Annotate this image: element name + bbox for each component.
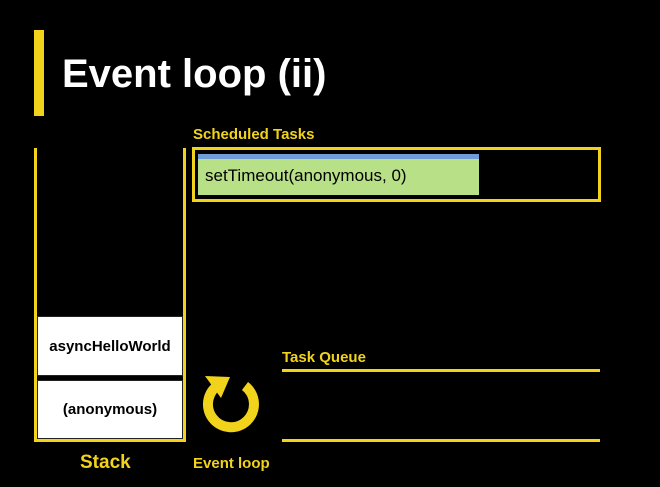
title-accent-bar (34, 30, 44, 116)
scheduled-task-bar (198, 154, 479, 159)
scheduled-tasks-label: Scheduled Tasks (193, 126, 315, 143)
slide-title: Event loop (ii) (62, 52, 327, 96)
stack-label: Stack (80, 452, 131, 473)
scheduled-tasks-box (192, 147, 601, 202)
task-queue-label: Task Queue (282, 349, 366, 366)
stack-right-wall (183, 148, 186, 442)
stack-frame: asyncHelloWorld (37, 316, 183, 376)
stack-left-wall (34, 148, 37, 442)
task-queue-top-line (282, 369, 600, 372)
stack-frame: (anonymous) (37, 380, 183, 439)
stack-bottom-wall (34, 439, 186, 442)
task-queue-bottom-line (282, 439, 600, 442)
scheduled-task (198, 154, 479, 195)
refresh-icon (202, 376, 259, 433)
event-loop-label: Event loop (193, 455, 270, 472)
scheduled-task-label: setTimeout(anonymous, 0) (205, 166, 407, 185)
